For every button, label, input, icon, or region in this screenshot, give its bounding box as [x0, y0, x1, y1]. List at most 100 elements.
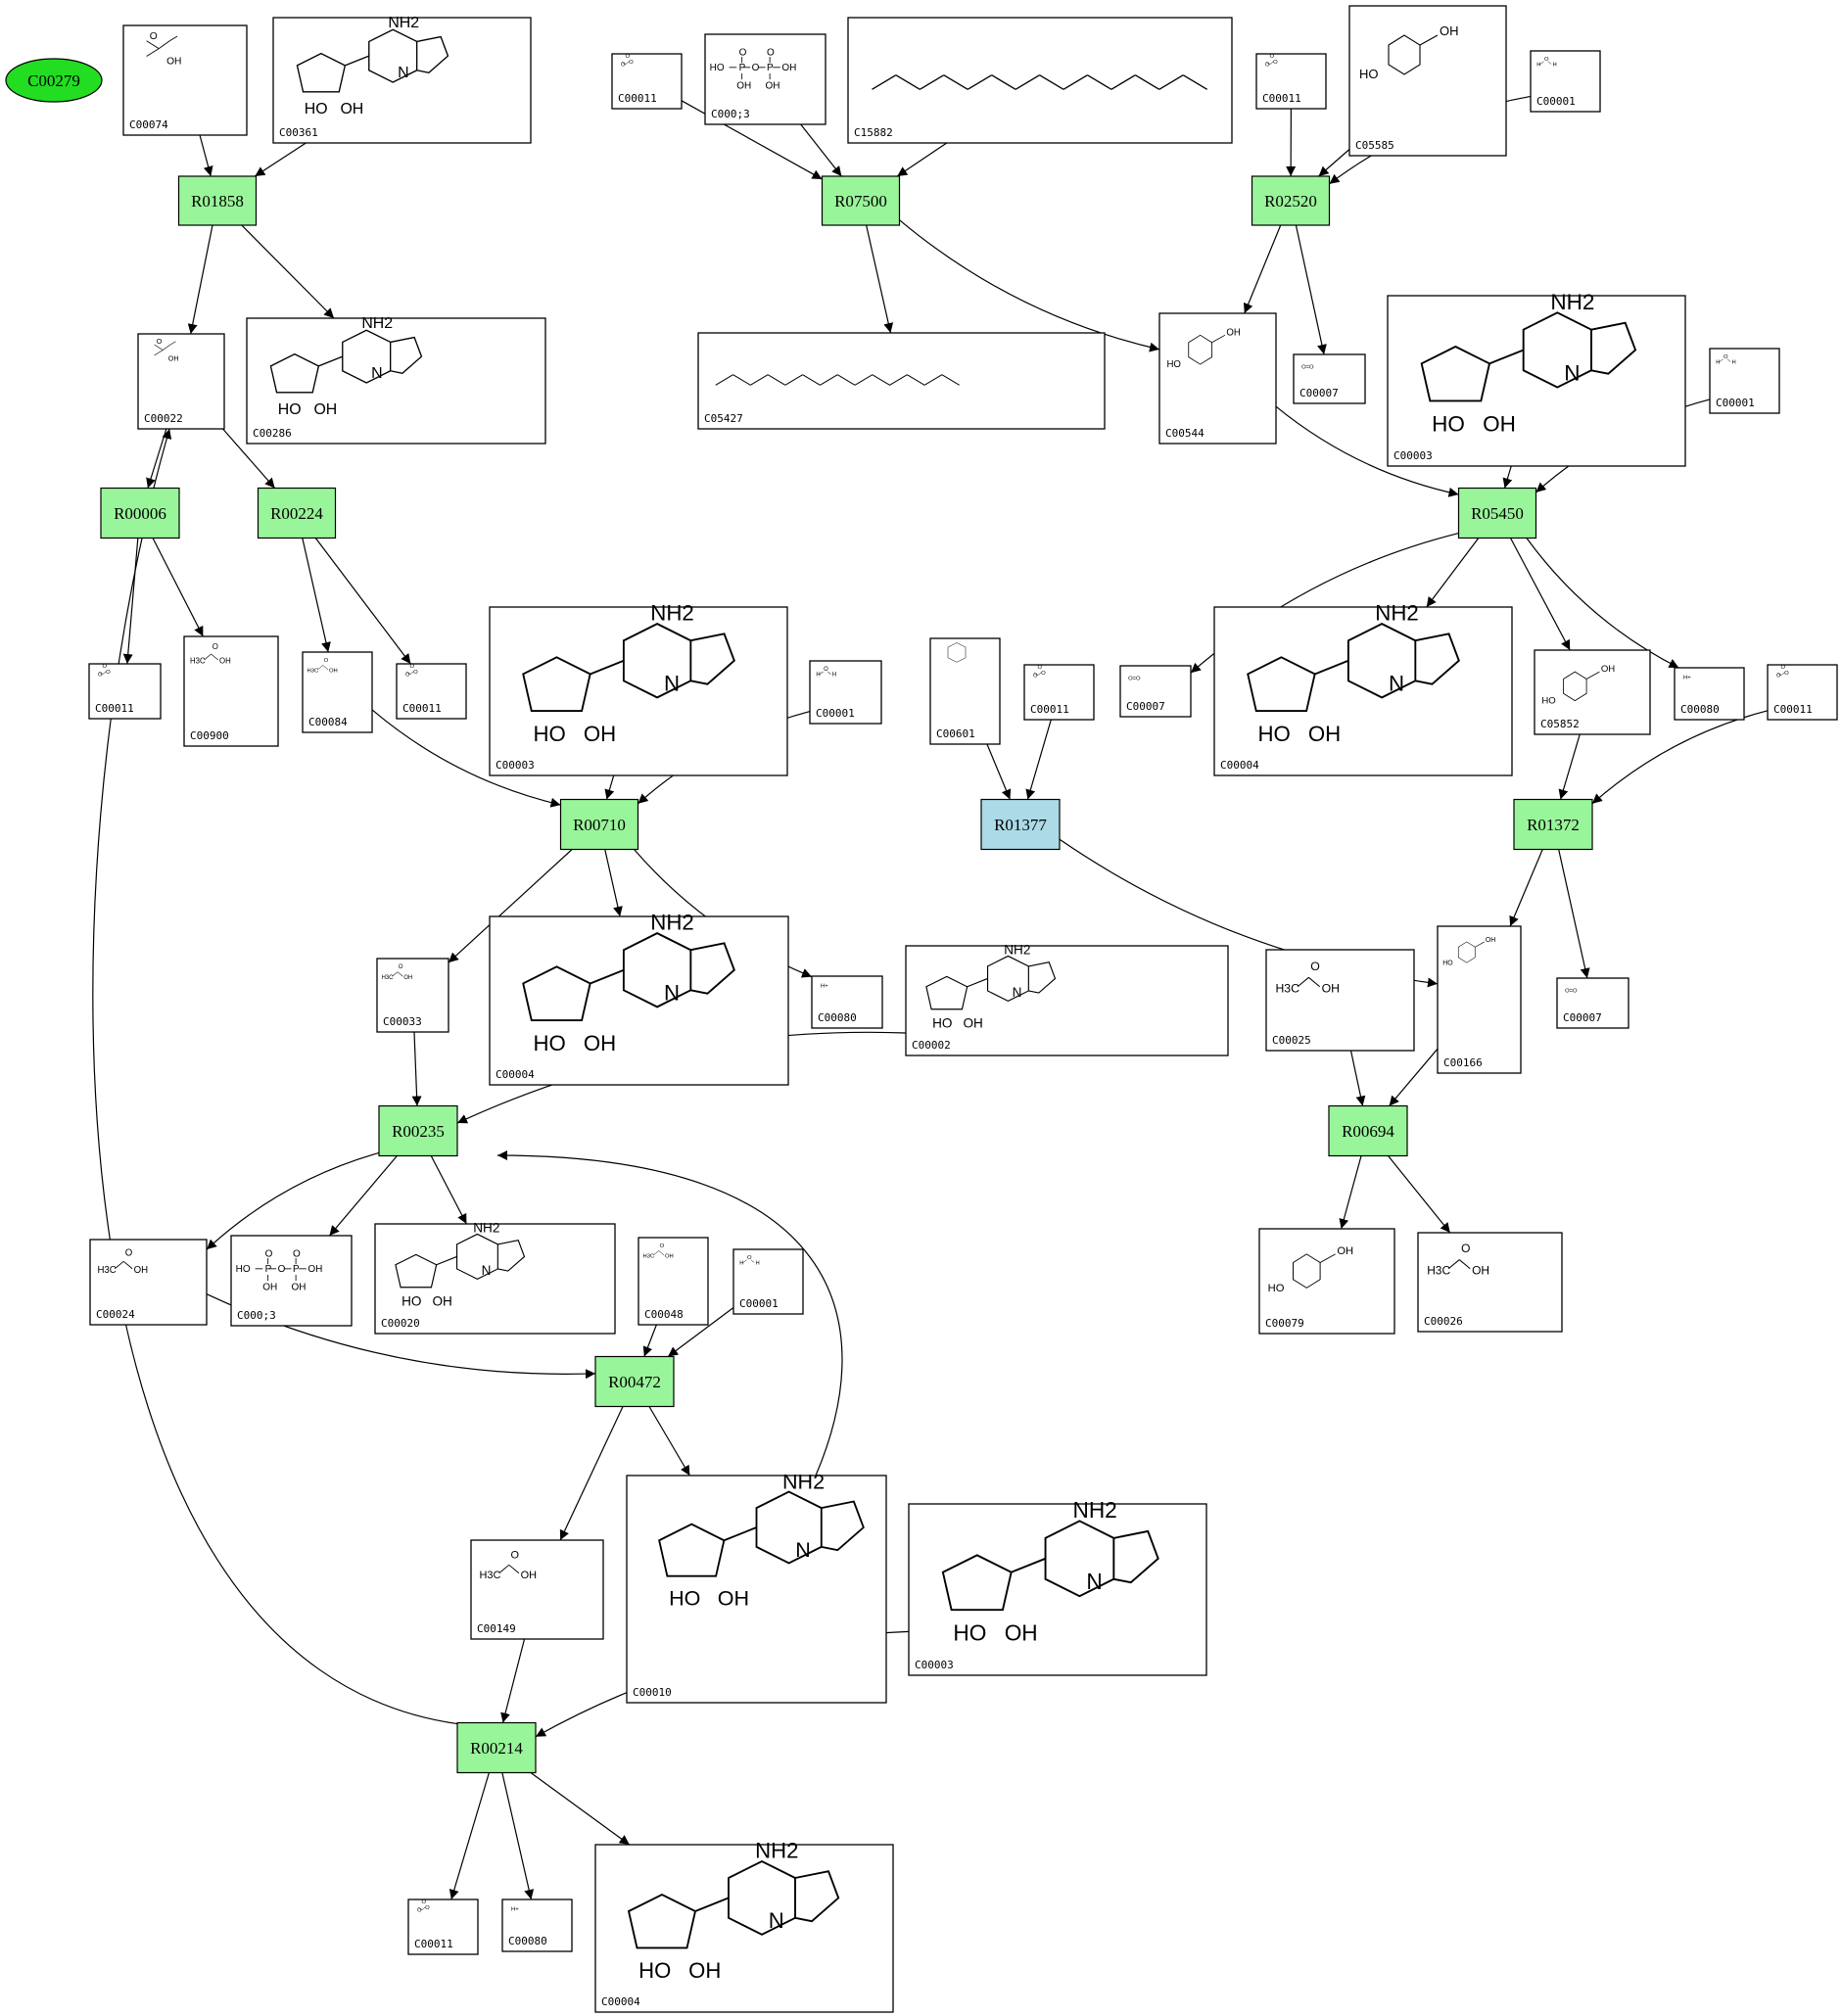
compound-box[interactable]: [137, 333, 225, 430]
compound-box[interactable]: [376, 958, 449, 1033]
compound-box[interactable]: [638, 1237, 709, 1326]
reaction-node[interactable]: R02520: [1251, 175, 1331, 226]
compound-box[interactable]: [732, 1248, 804, 1315]
compound-box[interactable]: [1258, 1228, 1395, 1335]
reaction-box[interactable]: [378, 1104, 458, 1157]
reaction-node[interactable]: R07500: [821, 175, 901, 226]
compound-box[interactable]: [1213, 606, 1513, 776]
reaction-node[interactable]: R00694: [1328, 1104, 1408, 1157]
compound-box[interactable]: [1556, 977, 1629, 1029]
compound-box[interactable]: [704, 33, 827, 125]
reaction-box[interactable]: [821, 175, 901, 226]
compound-box[interactable]: [697, 332, 1106, 430]
reaction-node[interactable]: R01372: [1513, 798, 1593, 851]
reaction-box[interactable]: [594, 1355, 675, 1408]
compound-box[interactable]: [1709, 348, 1780, 414]
reaction-node[interactable]: R00472: [594, 1355, 675, 1408]
compound-box[interactable]: [1417, 1232, 1563, 1333]
compound-box[interactable]: [489, 606, 788, 776]
reaction-box[interactable]: [456, 1721, 537, 1774]
compound-box[interactable]: [1293, 353, 1366, 404]
reaction-box[interactable]: [1328, 1104, 1408, 1157]
compound-box[interactable]: [1348, 5, 1507, 157]
compound-box[interactable]: [929, 637, 1001, 745]
compound-box[interactable]: [1437, 925, 1522, 1074]
reaction-node[interactable]: R00214: [456, 1721, 537, 1774]
compound-box[interactable]: [594, 1844, 894, 2013]
start-node-ellipse[interactable]: [5, 58, 103, 103]
compound-box[interactable]: [811, 975, 883, 1029]
reaction-box[interactable]: [559, 798, 639, 851]
reaction-box[interactable]: [1513, 798, 1593, 851]
compound-box[interactable]: [302, 651, 373, 733]
compound-node[interactable]: H+C00080: [811, 975, 883, 1029]
reaction-box[interactable]: [257, 487, 337, 539]
compound-box[interactable]: [1674, 667, 1745, 721]
compound-box[interactable]: [272, 17, 532, 144]
compound-box[interactable]: [1158, 312, 1277, 445]
reaction-node[interactable]: R00006: [100, 487, 180, 539]
compound-node[interactable]: C00601: [929, 637, 1001, 745]
compound-box[interactable]: [809, 660, 882, 725]
compound-node[interactable]: C05427: [697, 332, 1106, 430]
compound-box[interactable]: [501, 1899, 573, 1952]
compound-box[interactable]: [1387, 295, 1686, 467]
reaction-box[interactable]: [100, 487, 180, 539]
compound-box[interactable]: [88, 663, 162, 720]
compound-box[interactable]: [1530, 50, 1601, 113]
compound-box[interactable]: [1534, 649, 1651, 735]
reaction-node[interactable]: R00710: [559, 798, 639, 851]
reaction-node[interactable]: R05450: [1457, 487, 1537, 539]
reaction-box[interactable]: [177, 175, 258, 226]
compound-box[interactable]: [89, 1239, 208, 1326]
compound-box[interactable]: [246, 317, 546, 445]
compound-box[interactable]: [230, 1235, 353, 1327]
compound-box[interactable]: [1119, 665, 1192, 718]
compound-node[interactable]: C15882: [847, 17, 1233, 144]
compound-box[interactable]: [489, 915, 789, 1086]
compound-node[interactable]: H+C00080: [1674, 667, 1745, 721]
reaction-node[interactable]: R01858: [177, 175, 258, 226]
reaction-box[interactable]: [980, 798, 1061, 851]
compound-box[interactable]: [122, 24, 248, 136]
